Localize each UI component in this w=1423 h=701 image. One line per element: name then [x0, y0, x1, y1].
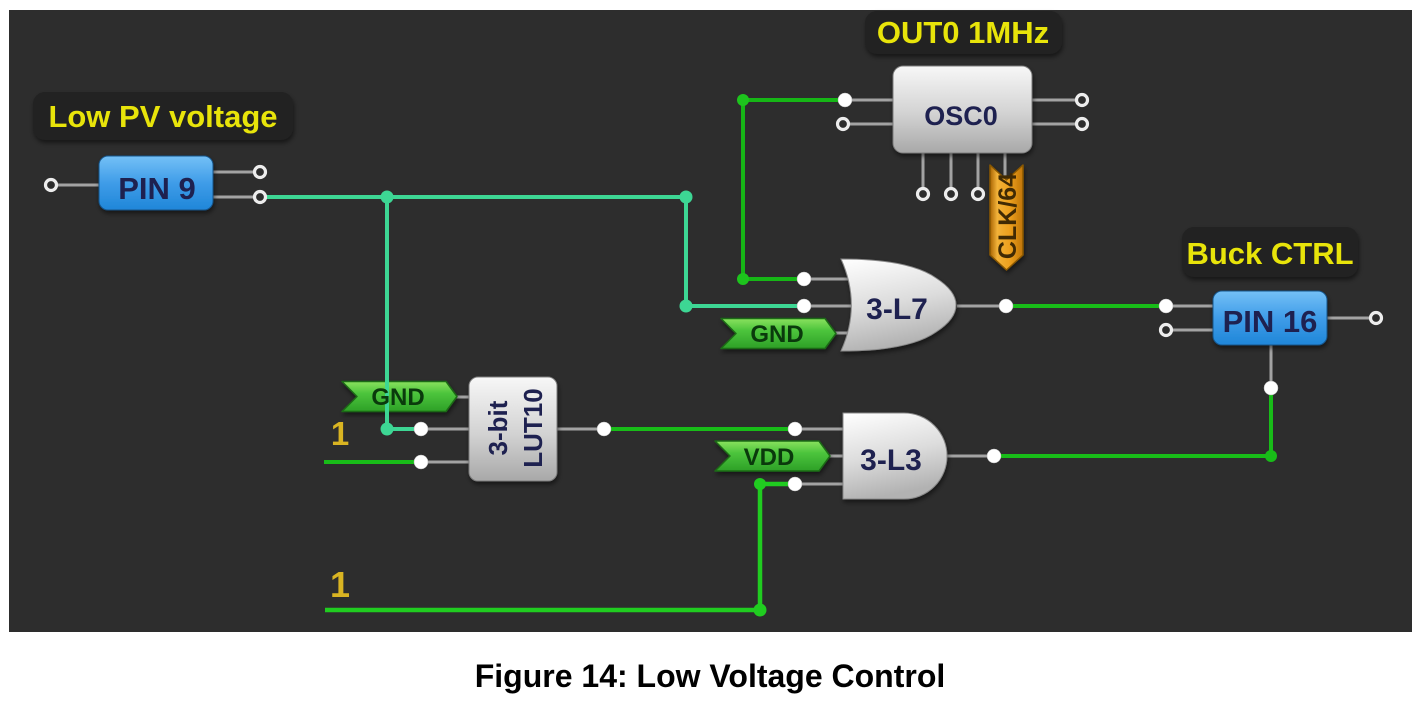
svg-text:OSC0: OSC0: [924, 101, 998, 131]
svg-text:GND: GND: [371, 384, 424, 411]
svg-text:VDD: VDD: [744, 444, 795, 471]
svg-text:OUT0 1MHz: OUT0 1MHz: [877, 15, 1049, 50]
svg-text:1: 1: [331, 415, 349, 452]
svg-text:PIN 16: PIN 16: [1223, 304, 1318, 339]
svg-text:Figure 14: Low Voltage Control: Figure 14: Low Voltage Control: [475, 658, 946, 694]
svg-text:GND: GND: [750, 321, 803, 348]
svg-text:3-L3: 3-L3: [860, 444, 922, 477]
svg-text:Low PV voltage: Low PV voltage: [48, 99, 277, 134]
svg-text:Buck CTRL: Buck CTRL: [1186, 236, 1353, 271]
svg-text:CLK/64: CLK/64: [994, 173, 1022, 259]
svg-text:3-bit: 3-bit: [483, 400, 513, 455]
svg-text:LUT10: LUT10: [518, 388, 548, 467]
svg-text:1: 1: [330, 564, 350, 605]
svg-text:PIN 9: PIN 9: [118, 171, 196, 206]
svg-text:3-L7: 3-L7: [866, 293, 928, 326]
